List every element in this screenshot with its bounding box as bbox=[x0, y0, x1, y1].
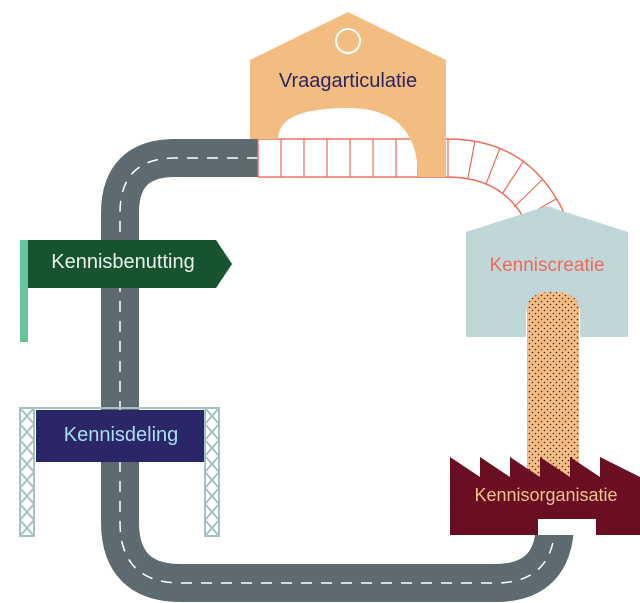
kennisbenutting-sign bbox=[20, 240, 232, 342]
sign-pole bbox=[20, 240, 28, 342]
kenniscreatie-label: Kenniscreatie bbox=[489, 255, 605, 276]
window-circle-icon bbox=[335, 28, 361, 54]
kennisorganisatie-factory bbox=[450, 457, 640, 535]
vraagarticulatie-building bbox=[250, 12, 446, 177]
kennisbenutting-label: Kennisbenutting bbox=[51, 251, 195, 273]
kennisdeling-label: Kennisdeling bbox=[63, 424, 179, 446]
kennisdeling-scaffold bbox=[18, 407, 221, 537]
knowledge-tunnel bbox=[527, 292, 579, 478]
kennisorganisatie-label: Kennisorganisatie bbox=[474, 485, 618, 505]
vraagarticulatie-label: Vraagarticulatie bbox=[278, 70, 418, 92]
road-center-dashes bbox=[119, 157, 556, 584]
kenniscreatie-building bbox=[466, 206, 628, 337]
bridge bbox=[257, 138, 566, 227]
